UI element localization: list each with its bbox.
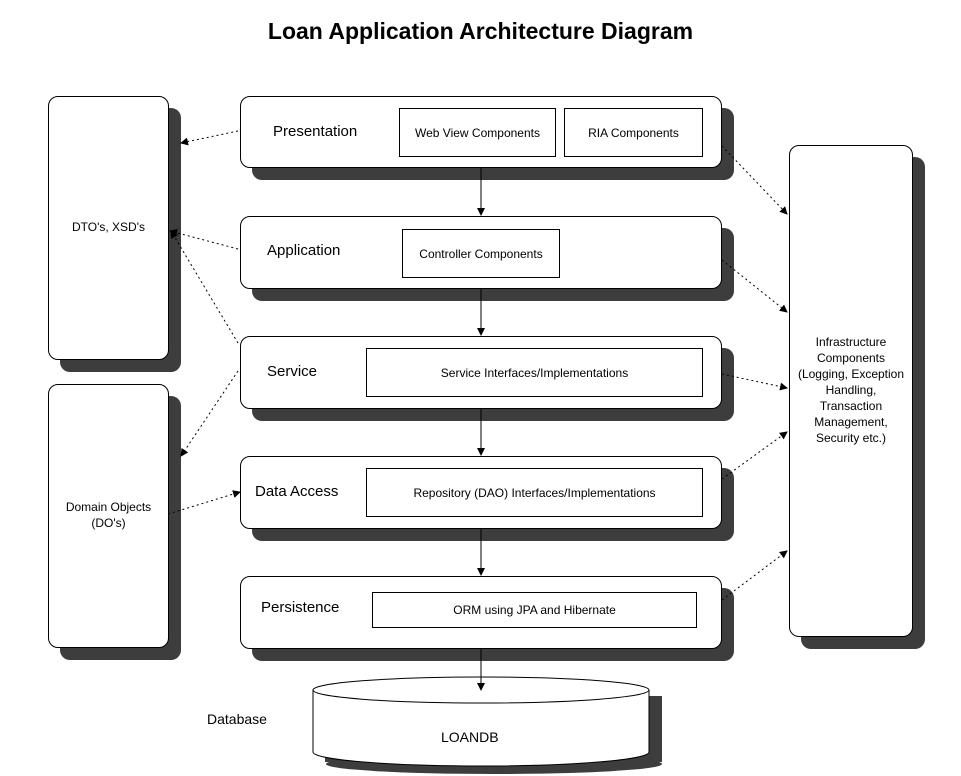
application-label: Application [267,242,341,259]
persistence-layer: Persistence ORM using JPA and Hibernate [240,576,722,649]
database-caption: Database [207,711,267,727]
ria-components-box: RIA Components [564,108,703,157]
data-access-label: Data Access [255,483,339,500]
dto-xsd-box: DTO's, XSD's [48,96,169,360]
data-access-layer: Data Access Repository (DAO) Interfaces/… [240,456,722,529]
orm-box: ORM using JPA and Hibernate [372,592,697,628]
database-name: LOANDB [441,729,499,745]
infrastructure-box: Infrastructure Components (Logging, Exce… [789,145,913,637]
repository-dao-box: Repository (DAO) Interfaces/Implementati… [366,468,703,517]
web-view-components-box: Web View Components [399,108,556,157]
dto-xsd-label: DTO's, XSD's [71,220,146,234]
presentation-layer: Presentation Web View Components RIA Com… [240,96,722,168]
presentation-label: Presentation [273,123,358,140]
infrastructure-label: Infrastructure Components (Logging, Exce… [797,335,905,445]
domain-objects-label: Domain Objects (DO's) [65,500,152,530]
service-label: Service [267,363,318,380]
application-layer: Application Controller Components [240,216,722,289]
diagram-title: Loan Application Architecture Diagram [267,18,694,44]
persistence-label: Persistence [261,599,340,616]
service-layer: Service Service Interfaces/Implementatio… [240,336,722,409]
controller-components-box: Controller Components [402,229,560,278]
domain-objects-box: Domain Objects (DO's) [48,384,169,648]
service-interfaces-box: Service Interfaces/Implementations [366,348,703,397]
